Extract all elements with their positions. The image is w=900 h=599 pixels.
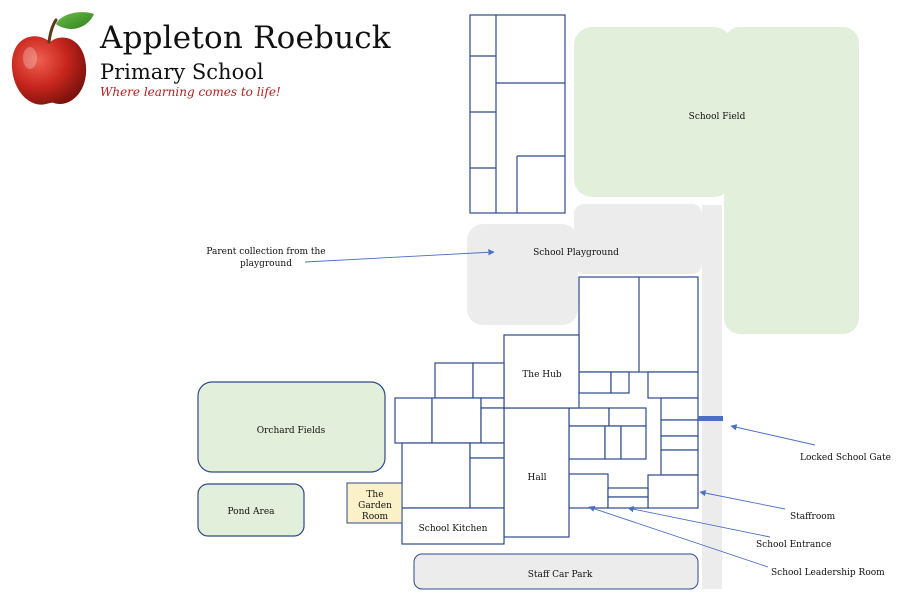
- locked-gate-arrow: [730, 424, 816, 446]
- garden-room-label-line1: The: [366, 490, 383, 500]
- north-block[interactable]: [469, 14, 566, 214]
- school-kitchen-label: School Kitchen: [419, 524, 488, 534]
- school-entrance-label: School Entrance: [756, 540, 831, 550]
- staffroom-arrow: [699, 490, 786, 510]
- locked-gate[interactable]: [698, 416, 723, 421]
- svg-text:The: The: [366, 490, 383, 500]
- annotation-staffroom: Staffroom: [699, 490, 836, 522]
- parent-collection-line1: Parent collection from the: [206, 247, 325, 257]
- annotation-parent-collection: Parent collection from the playground: [206, 247, 495, 269]
- path-strip: [702, 205, 722, 589]
- svg-text:Parent collection from the: Parent collection from the: [206, 247, 325, 257]
- staffroom-label: Staffroom: [790, 512, 836, 522]
- school-field[interactable]: School Field: [574, 27, 859, 334]
- hall-label: Hall: [528, 473, 547, 483]
- garden-room[interactable]: The Garden Room: [346, 482, 403, 524]
- parent-collection-arrow: [304, 249, 495, 263]
- svg-text:Room: Room: [362, 512, 389, 522]
- parent-collection-line2: playground: [240, 259, 292, 269]
- pond-area-label: Pond Area: [227, 507, 275, 517]
- svg-text:Garden: Garden: [358, 501, 392, 511]
- leadership-room-arrow: [588, 505, 769, 568]
- school-playground[interactable]: School Playground: [467, 204, 702, 325]
- school-field-label: School Field: [689, 112, 746, 122]
- annotation-locked-gate: Locked School Gate: [730, 424, 891, 463]
- annotation-leadership-room: School Leadership Room: [588, 505, 885, 578]
- school-playground-label: School Playground: [533, 248, 619, 258]
- pond-area[interactable]: Pond Area: [197, 483, 305, 537]
- apple-icon: [11, 12, 94, 105]
- orchard-fields-label: Orchard Fields: [257, 426, 326, 436]
- orchard-fields[interactable]: Orchard Fields: [197, 381, 386, 473]
- garden-room-label-line2: Garden: [358, 501, 392, 511]
- svg-text:playground: playground: [240, 259, 292, 269]
- main-building[interactable]: Hall The Hub School Kitchen: [394, 276, 699, 545]
- staff-car-park[interactable]: Staff Car Park: [413, 553, 699, 590]
- staff-car-park-label: Staff Car Park: [528, 570, 593, 580]
- garden-room-label-line3: Room: [362, 512, 389, 522]
- school-name: Appleton Roebuck: [100, 20, 391, 56]
- the-hub-label: The Hub: [522, 370, 562, 380]
- school-subtitle: Primary School: [100, 60, 264, 84]
- school-tagline: Where learning comes to life!: [100, 85, 281, 99]
- annotation-school-entrance: School Entrance: [627, 506, 831, 550]
- school-entrance-arrow: [627, 506, 771, 538]
- leadership-room-label: School Leadership Room: [771, 568, 885, 578]
- locked-gate-label: Locked School Gate: [800, 453, 891, 463]
